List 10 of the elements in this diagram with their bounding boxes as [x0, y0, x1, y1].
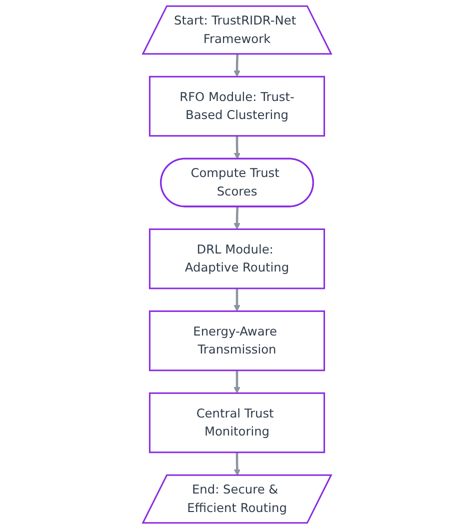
arrow	[234, 452, 241, 476]
node-box: Central Trust Monitoring	[148, 392, 326, 454]
arrow	[234, 288, 240, 312]
arrow	[234, 370, 240, 394]
arrow	[234, 206, 240, 230]
node-box: DRL Module: Adaptive Routing	[148, 228, 326, 290]
arrow	[234, 136, 241, 160]
node-box: Energy-Aware Transmission	[148, 310, 326, 372]
arrow	[234, 54, 240, 77]
node-box: RFO Module: Trust-Based Clustering	[148, 76, 326, 137]
